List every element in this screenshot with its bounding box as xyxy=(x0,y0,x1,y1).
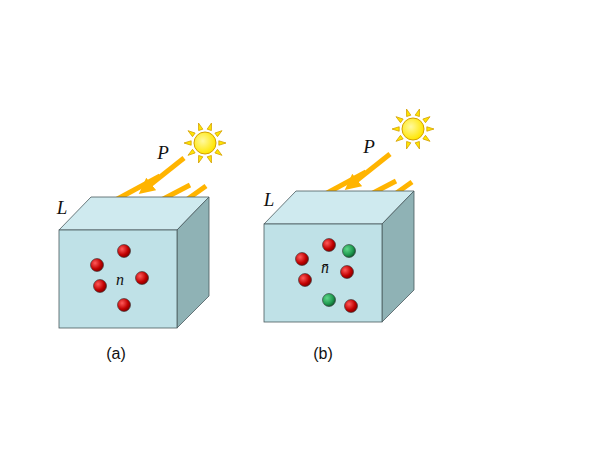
sun-ray xyxy=(207,123,211,131)
cube-outline xyxy=(263,190,415,323)
length-symbol: L xyxy=(264,190,275,209)
sun-disc xyxy=(402,118,424,140)
particle xyxy=(118,299,131,312)
sun-disc xyxy=(194,132,216,154)
sun-ray xyxy=(423,135,430,141)
cube-side xyxy=(177,197,209,328)
power-symbol: P xyxy=(363,137,375,156)
particle xyxy=(345,300,358,313)
panel-label: (b) xyxy=(313,346,333,362)
particle xyxy=(341,266,354,279)
particle xyxy=(299,274,312,287)
density-symbol: n xyxy=(116,272,124,288)
particle xyxy=(343,245,356,258)
sun-icon xyxy=(392,109,434,149)
sun-icon xyxy=(184,123,226,163)
sun-ray xyxy=(396,117,403,123)
particle xyxy=(136,272,149,285)
sun-ray xyxy=(415,109,419,117)
sun-ray xyxy=(184,141,191,145)
sun-ray xyxy=(188,131,195,137)
sun-ray xyxy=(199,155,203,163)
cube-front xyxy=(59,230,177,328)
cube-outline xyxy=(58,196,210,329)
particle xyxy=(323,239,336,252)
particle xyxy=(118,245,131,258)
sample-cube: n xyxy=(58,196,210,329)
particle xyxy=(323,294,336,307)
sun-ray xyxy=(423,117,430,123)
particle xyxy=(296,253,309,266)
length-symbol: L xyxy=(57,198,68,217)
sun-ray xyxy=(215,149,222,155)
cube-front xyxy=(264,224,382,322)
light-ray xyxy=(351,154,390,185)
panel-label: (a) xyxy=(106,346,126,362)
density-symbol: n̄ xyxy=(321,260,329,276)
sun-ray xyxy=(392,127,399,131)
particle xyxy=(91,259,104,272)
sun-ray xyxy=(396,135,403,141)
sun-ray xyxy=(199,123,203,131)
sun-ray xyxy=(407,141,411,149)
sun-ray xyxy=(427,127,434,131)
power-symbol: P xyxy=(157,143,169,162)
light-ray xyxy=(145,158,184,189)
sun-ray xyxy=(407,109,411,117)
sun-ray xyxy=(188,149,195,155)
particle xyxy=(94,280,107,293)
sample-cube: n̄ xyxy=(263,190,415,323)
cube-side xyxy=(382,191,414,322)
sun-ray xyxy=(207,155,211,163)
sun-ray xyxy=(215,131,222,137)
sun-ray xyxy=(219,141,226,145)
sun-ray xyxy=(415,141,419,149)
